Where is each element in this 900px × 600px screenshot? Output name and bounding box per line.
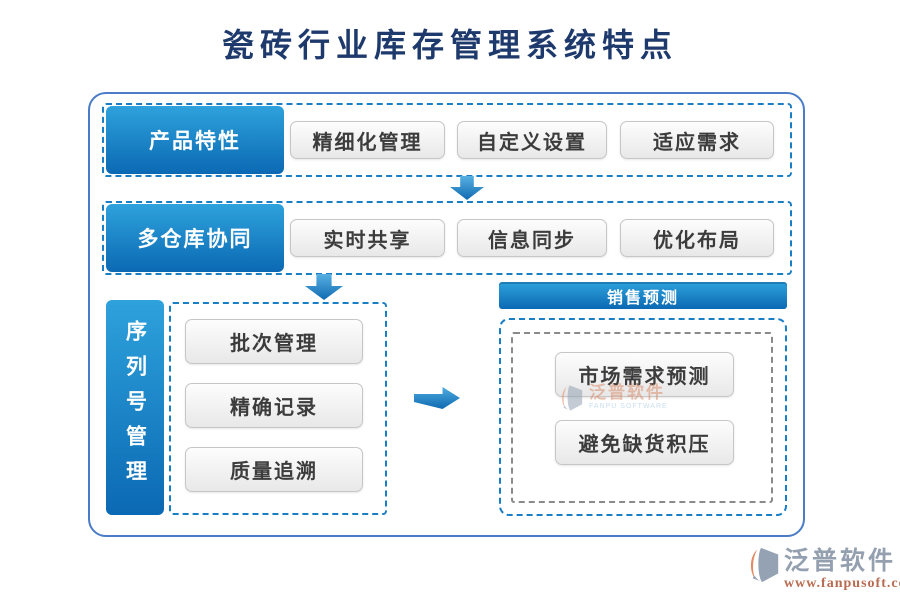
- serial-item-2: 精确记录: [185, 383, 363, 428]
- forecast-outer-frame: [499, 318, 787, 516]
- serial-frame: [169, 302, 387, 515]
- arrow-right-icon: [414, 387, 460, 409]
- serial-column-header: 序列号管理: [106, 300, 164, 515]
- warehouse-row-frame: [102, 201, 792, 275]
- footer-watermark: 泛普软件 www.fanpusoft.com: [744, 546, 900, 592]
- forecast-item-1: 市场需求预测: [555, 352, 734, 397]
- diagram-container: 产品特性 精细化管理 自定义设置 适应需求 多仓库协同 实时共享 信息同步 优化…: [88, 92, 805, 537]
- page-title: 瓷砖行业库存管理系统特点: [221, 27, 678, 63]
- footer-watermark-url: www.fanpusoft.com: [784, 576, 900, 591]
- product-row-frame: [102, 103, 792, 177]
- warehouse-item-1: 实时共享: [290, 219, 445, 257]
- forecast-item-2: 避免缺货积压: [555, 420, 734, 465]
- forecast-header-bar: 销售预测: [499, 282, 787, 309]
- warehouse-item-2: 信息同步: [457, 219, 607, 257]
- brand-logo-icon: [562, 385, 583, 411]
- footer-watermark-brand: 泛普软件: [784, 547, 897, 575]
- center-watermark: 泛普软件 FANPU SOFTWARE: [557, 383, 668, 412]
- warehouse-item-3: 优化布局: [620, 219, 774, 257]
- product-item-1: 精细化管理: [290, 121, 445, 159]
- brand-logo-icon: [750, 547, 779, 583]
- center-watermark-brand: 泛普软件: [589, 383, 665, 402]
- product-row-header: 产品特性: [106, 106, 284, 174]
- warehouse-row-header: 多仓库协同: [106, 204, 284, 272]
- product-item-3: 适应需求: [620, 121, 774, 159]
- forecast-inner-frame: [511, 332, 773, 503]
- arrow-down-icon-2: [305, 274, 343, 300]
- serial-item-3: 质量追溯: [185, 447, 363, 492]
- product-item-2: 自定义设置: [457, 121, 607, 159]
- center-watermark-brand-en: FANPU SOFTWARE: [589, 402, 668, 410]
- arrow-down-icon-1: [450, 176, 484, 200]
- serial-item-1: 批次管理: [185, 319, 363, 364]
